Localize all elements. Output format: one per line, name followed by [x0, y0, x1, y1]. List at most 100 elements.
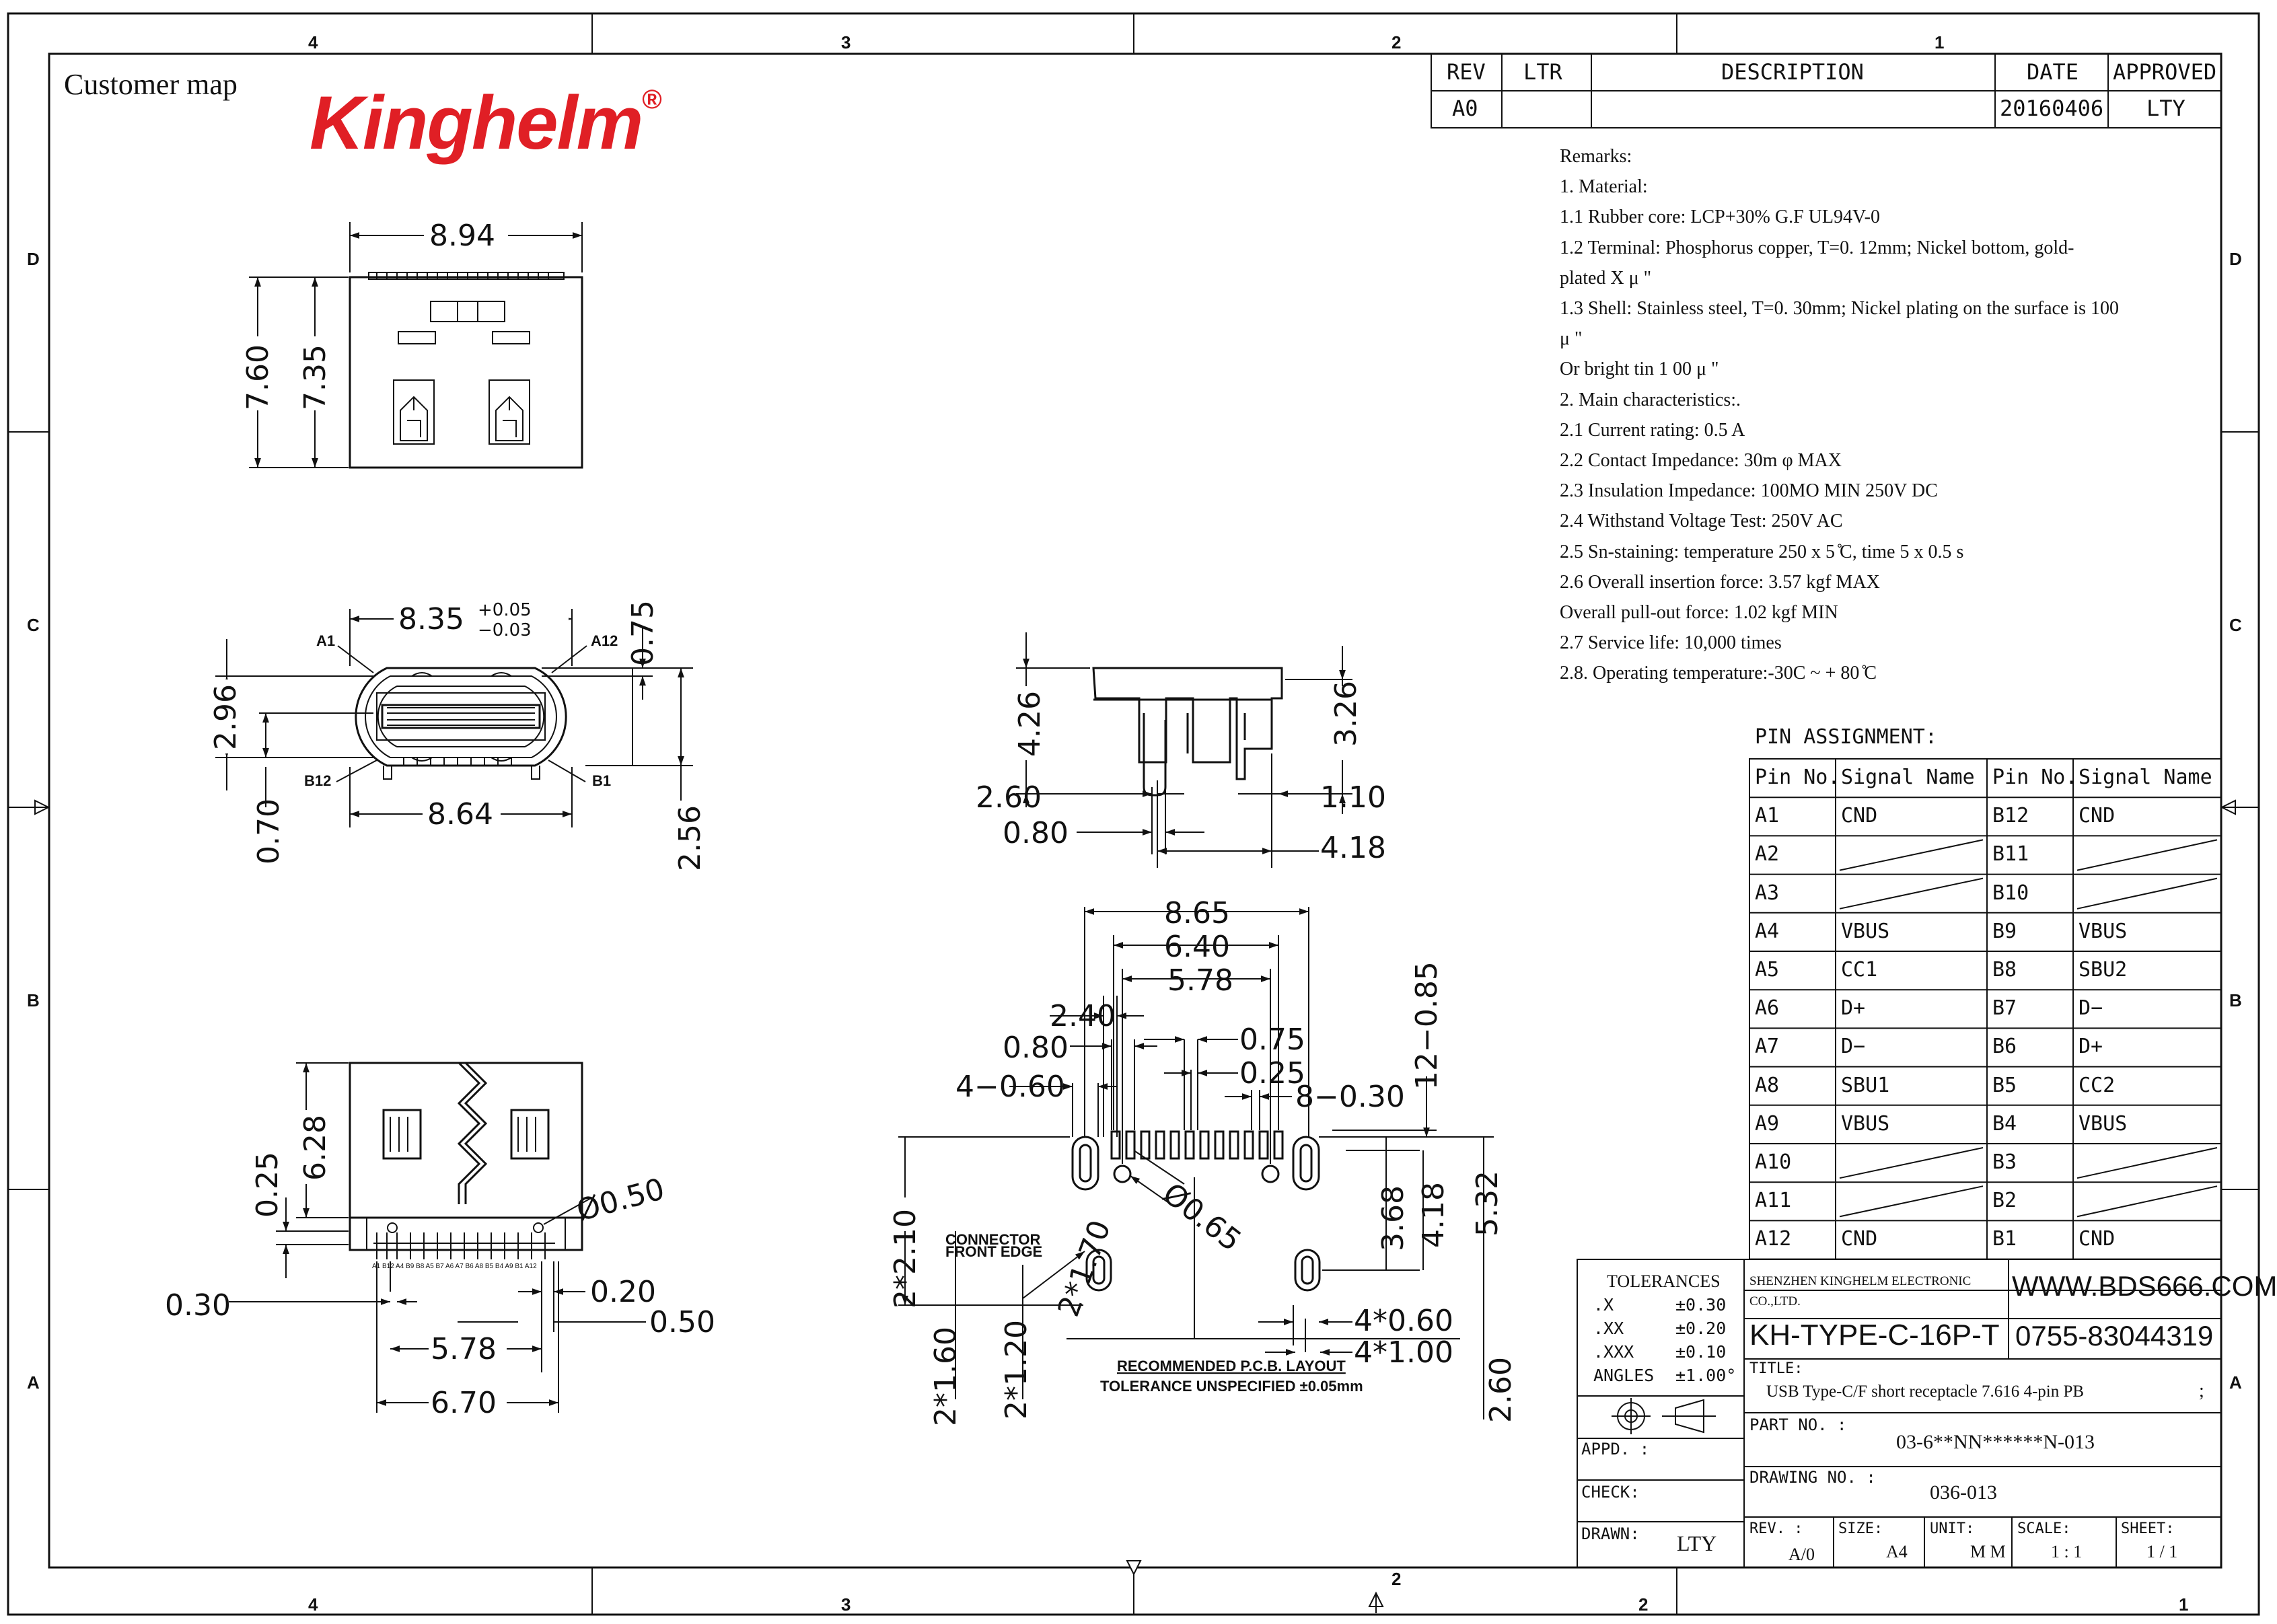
pin-table-cell: D−	[2079, 996, 2103, 1021]
approved-header: APPROVED	[2113, 59, 2216, 85]
pin-table-cell: D+	[1841, 996, 1866, 1021]
title-label: TITLE:	[1749, 1360, 1803, 1377]
dim-pcb-width-640: 6.40	[1164, 930, 1230, 964]
dim-pcb-bottom-4x100: 4*1.00	[1354, 1335, 1453, 1370]
pin-table-cell: VBUS	[2079, 1111, 2128, 1136]
rev-value: A0	[1452, 96, 1478, 121]
zone-bottom-2a: 2	[1392, 1569, 1401, 1589]
pcb-pad	[1125, 1130, 1136, 1160]
dim-side-left-260: 2.60	[976, 780, 1042, 815]
pcb-pad	[1199, 1130, 1210, 1160]
revision-text: REV LTR DESCRIPTION DATE APPROVED A0 201…	[1447, 59, 2216, 121]
dim-side-height-426: 4.26	[1013, 691, 1047, 757]
tolerance-key: .XX	[1593, 1319, 1624, 1338]
pcb-pad	[1155, 1130, 1165, 1160]
dim-front-width-base: 8.35	[398, 602, 464, 636]
remark-line: 2.5 Sn-staining: temperature 250 x 5 ̊C,…	[1560, 541, 1964, 562]
dim-pcb-v-368: 3.68	[1376, 1185, 1410, 1251]
front-label-a12: A12	[591, 632, 618, 649]
empty-cell-slash	[1839, 1147, 1984, 1179]
title-value: USB Type-C/F short receptacle 7.616 4-pi…	[1766, 1382, 2085, 1401]
remark-line: 1.2 Terminal: Phosphorus copper, T=0. 12…	[1560, 237, 2074, 258]
front-label-b12: B12	[304, 772, 331, 789]
remark-line: 2.3 Insulation Impedance: 100MO MIN 250V…	[1560, 480, 1938, 502]
pin-table-cell: A11	[1755, 1189, 1792, 1213]
remark-line: 2.6 Overall insertion force: 3.57 kgf MA…	[1560, 571, 1880, 593]
pcb-pad	[1243, 1130, 1254, 1160]
pcb-pad	[1184, 1130, 1195, 1160]
zone-right-A: A	[2229, 1372, 2242, 1393]
dim-pcb-v-532: 5.32	[1470, 1171, 1505, 1237]
title-block-grid	[1577, 1259, 2222, 1568]
website: WWW.BDS666.COM	[2012, 1270, 2277, 1302]
check-label: CHECK:	[1581, 1483, 1640, 1502]
dim-pcb-left-4x060: 4−0.60	[955, 1070, 1065, 1104]
pin-table-cell: B5	[1992, 1073, 2017, 1097]
pin-table-cell: A1	[1755, 804, 1780, 828]
projection-symbol-icon	[1612, 1398, 1716, 1434]
side-view: 4.26 3.26 2.60 0.80 1.10 4.18	[976, 632, 1386, 868]
pin-table-cell: VBUS	[2079, 919, 2128, 943]
scale-label: SCALE:	[2017, 1520, 2071, 1537]
drawn-label: DRAWN:	[1581, 1524, 1640, 1543]
pcb-pad	[1110, 1130, 1121, 1160]
empty-cell-slash	[1839, 1185, 1984, 1218]
part-no-value: 03-6**NN******N-013	[1896, 1431, 2095, 1453]
dim-pcb-v-418: 4.18	[1416, 1182, 1451, 1248]
pin-table-cell: B11	[1992, 842, 2029, 866]
dim-front-bottom-left: 0.70	[252, 799, 286, 864]
pin-table-cell: B4	[1992, 1111, 2017, 1136]
tolerance-key: .X	[1593, 1295, 1614, 1315]
dim-top-width: 8.94	[429, 219, 495, 253]
dim-top-height-760: 7.60	[241, 344, 275, 410]
zone-bottom-3: 3	[841, 1594, 851, 1615]
tolerance-key: .XXX	[1593, 1342, 1634, 1362]
pin-table-cell: B9	[1992, 919, 2017, 943]
dim-front-right-top: 0.75	[626, 600, 660, 666]
remark-line: 2.1 Current rating: 0.5 A	[1560, 419, 1745, 441]
bottom-view: A1 B12 A4 B9 B8 A5 B7 A6 A7 B6 A8 B5 B4 …	[165, 1062, 715, 1420]
pin-table-cell: B3	[1992, 1150, 2017, 1174]
remarks-block: Remarks:1. Material:1.1 Rubber core: LCP…	[1560, 141, 2165, 689]
pcb-note-recommended: RECOMMENDED P.C.B. LAYOUT	[1117, 1358, 1346, 1374]
pcb-note-tolerance: TOLERANCE UNSPECIFIED ±0.05mm	[1100, 1378, 1363, 1395]
pin-table-cell: A8	[1755, 1073, 1780, 1097]
tolerances-title: TOLERANCES	[1607, 1271, 1721, 1291]
empty-cell-slash	[2076, 877, 2218, 910]
pin-table-header: Signal Name	[1841, 766, 1975, 789]
pin-table-cell: D−	[1841, 1035, 1866, 1059]
dim-bottom-right-050: 0.50	[649, 1305, 715, 1339]
title-mark: ;	[2199, 1380, 2204, 1401]
tolerance-value: ±1.00°	[1675, 1366, 1737, 1385]
size-label: SIZE:	[1838, 1520, 1883, 1537]
zone-left-C: C	[27, 615, 40, 635]
pin-table-cell: CND	[2079, 804, 2116, 828]
rev-value-tb: A/0	[1788, 1545, 1815, 1564]
dim-pcb-lv-2x160: 2*1.60	[929, 1327, 963, 1426]
zone-right-D: D	[2229, 249, 2242, 269]
zone-top-3: 3	[841, 32, 851, 52]
tolerance-value: ±0.30	[1675, 1295, 1727, 1315]
size-value: A4	[1886, 1542, 1908, 1561]
pin-table-cell: CC1	[1841, 958, 1878, 982]
zone-bottom-2b: 2	[1638, 1594, 1648, 1615]
empty-cell-slash	[1839, 839, 1984, 871]
pin-table-cell: A2	[1755, 842, 1780, 866]
tolerance-value: ±0.10	[1675, 1342, 1727, 1362]
dim-pcb-lv-2x120: 2*1.20	[999, 1320, 1034, 1419]
zone-top-2: 2	[1392, 32, 1401, 52]
zone-bottom-4: 4	[308, 1594, 318, 1615]
connector-edge-label-1: CONNECTOR	[945, 1231, 1040, 1248]
pin-table-cell: VBUS	[1841, 919, 1890, 943]
part-no-label: PART NO. :	[1749, 1415, 1847, 1434]
empty-cell-slash	[2076, 1147, 2218, 1179]
pin-table-header: Pin No.	[1992, 766, 2078, 789]
dim-bottom-width-670: 6.70	[431, 1386, 497, 1420]
pcb-pad	[1140, 1130, 1151, 1160]
dim-bottom-height-025: 0.25	[250, 1152, 285, 1218]
remark-line: 2.2 Contact Impedance: 30m φ MAX	[1560, 450, 1842, 472]
empty-cell-slash	[2076, 1185, 2218, 1218]
kinghelm-logo: Kinghelm®	[310, 79, 662, 166]
dim-side-height-326: 3.26	[1329, 681, 1363, 747]
